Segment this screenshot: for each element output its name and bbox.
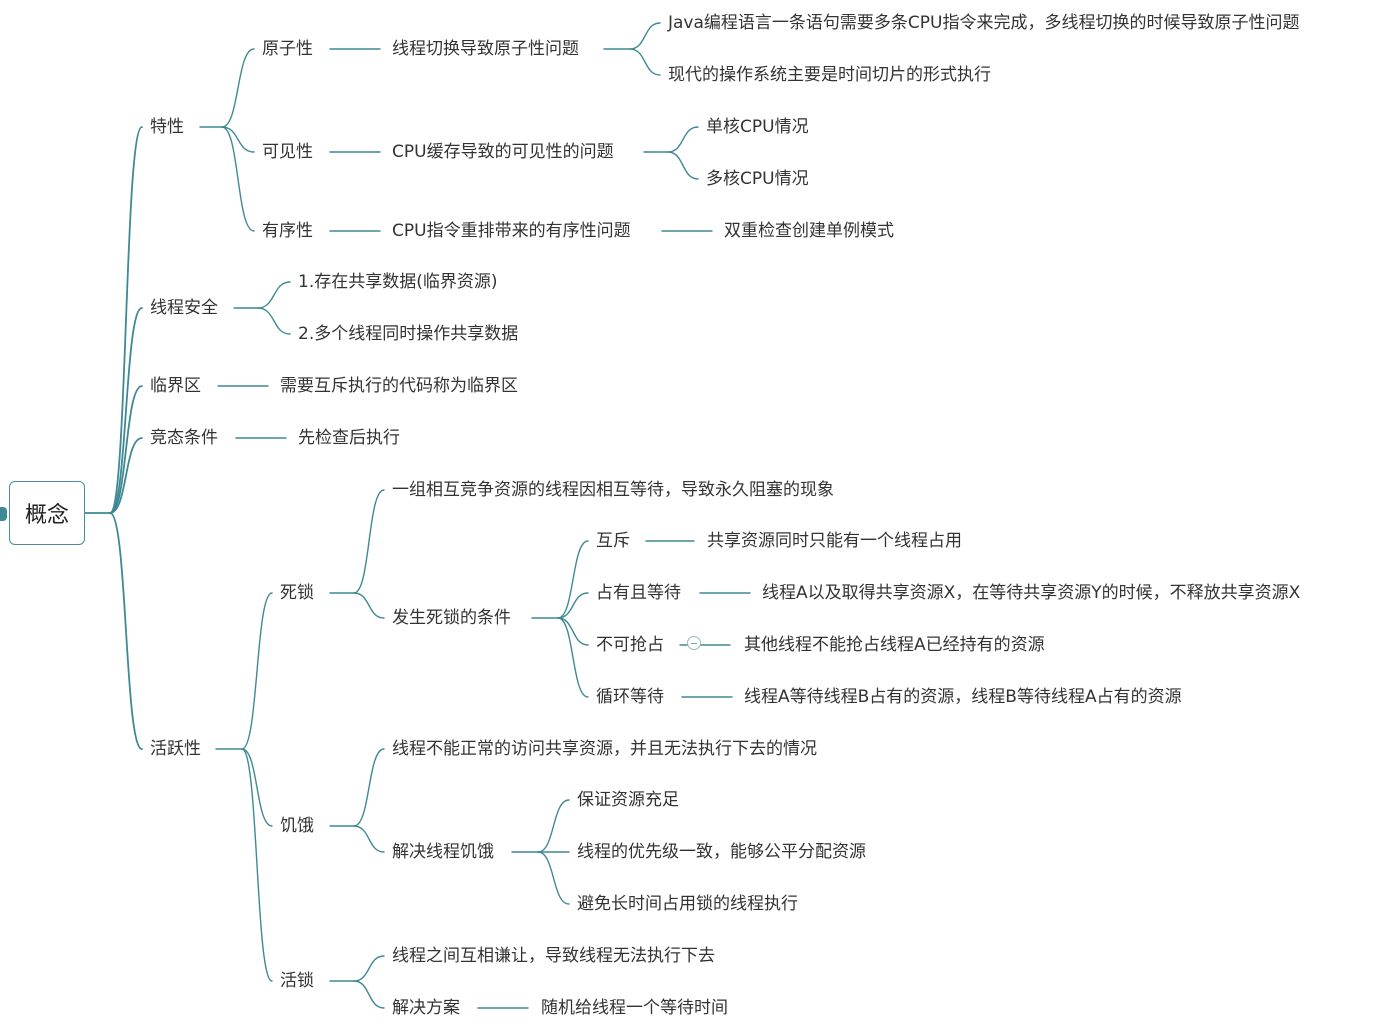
connector-21 xyxy=(257,281,291,309)
connector-28 xyxy=(241,748,273,982)
node-bimian[interactable]: 避免长时间占用锁的线程执行 xyxy=(577,894,798,914)
node-xunhuan[interactable]: 循环等待 xyxy=(596,687,664,707)
node-shuangchong[interactable]: 双重检查创建单例模式 xyxy=(724,221,894,241)
root-node[interactable]: 概念 xyxy=(9,481,85,545)
connector-27 xyxy=(241,748,273,827)
collapse-toggle-icon[interactable] xyxy=(687,636,701,650)
connector-26 xyxy=(241,592,273,750)
node-baozheng[interactable]: 保证资源充足 xyxy=(577,790,679,810)
node-huosuo-desc[interactable]: 线程之间互相谦让，导致线程无法执行下去 xyxy=(392,946,715,966)
node-bukeqiang[interactable]: 不可抢占 xyxy=(596,635,664,655)
connector-22 xyxy=(257,307,291,335)
node-danhe[interactable]: 单核CPU情况 xyxy=(706,117,809,137)
node-suiji[interactable]: 随机给线程一个等待时间 xyxy=(541,998,728,1018)
node-bukeqiang-desc[interactable]: 其他线程不能抢占线程A已经持有的资源 xyxy=(744,635,1045,655)
node-jie-desc[interactable]: 线程不能正常的访问共享资源，并且无法执行下去的情况 xyxy=(392,739,817,759)
root-connector-stub xyxy=(0,507,7,521)
node-jie-jiejue[interactable]: 解决线程饥饿 xyxy=(392,842,494,862)
connector-42 xyxy=(353,748,385,827)
root-node-label: 概念 xyxy=(24,503,69,528)
node-texing[interactable]: 特性 xyxy=(150,117,184,137)
node-youxuxing[interactable]: 有序性 xyxy=(262,221,313,241)
node-huosuo-fangan[interactable]: 解决方案 xyxy=(392,998,460,1018)
node-sisuo-desc[interactable]: 一组相互竞争资源的线程因相互等待，导致永久阻塞的现象 xyxy=(392,480,834,500)
node-huchi[interactable]: 互斥 xyxy=(596,531,630,551)
node-zhanyou-desc[interactable]: 线程A以及取得共享资源X，在等待共享资源Y的时候，不释放共享资源X xyxy=(762,583,1301,603)
node-xunhuan-desc[interactable]: 线程A等待线程B占有的资源，线程B等待线程A占有的资源 xyxy=(744,687,1182,707)
node-huchi-desc[interactable]: 共享资源同时只能有一个线程占用 xyxy=(707,531,962,551)
connector-5 xyxy=(109,512,143,750)
node-yuanzixing-os[interactable]: 现代的操作系统主要是时间切片的形式执行 xyxy=(668,65,991,85)
node-zhanyou[interactable]: 占有且等待 xyxy=(596,583,681,603)
connector-1 xyxy=(109,126,143,514)
connector-7 xyxy=(221,48,255,128)
connector-13 xyxy=(629,48,661,76)
node-linjiequ-desc[interactable]: 需要互斥执行的代码称为临界区 xyxy=(280,376,518,396)
node-sisuo[interactable]: 死锁 xyxy=(280,583,314,603)
connector-8 xyxy=(221,126,255,153)
node-linjiequ[interactable]: 临界区 xyxy=(150,376,201,396)
node-yuanzixing[interactable]: 原子性 xyxy=(262,39,313,59)
connector-16 xyxy=(667,126,699,153)
node-youxuxing-desc[interactable]: CPU指令重排带来的有序性问题 xyxy=(392,221,631,241)
node-youxianji[interactable]: 线程的优先级一致，能够公平分配资源 xyxy=(577,842,866,862)
node-jingtai-desc[interactable]: 先检查后执行 xyxy=(298,428,400,448)
node-duohe[interactable]: 多核CPU情况 xyxy=(706,169,809,189)
node-kejianxing-desc[interactable]: CPU缓存导致的可见性的问题 xyxy=(392,142,614,162)
connector-50 xyxy=(353,980,385,1009)
connector-34 xyxy=(557,592,589,619)
connector-12 xyxy=(629,22,661,50)
node-kejianxing[interactable]: 可见性 xyxy=(262,142,313,162)
connector-17 xyxy=(667,151,699,180)
node-huoyuexing[interactable]: 活跃性 xyxy=(150,739,201,759)
connector-9 xyxy=(221,126,255,232)
connector-3 xyxy=(109,385,143,514)
node-sisuo-tiaojian[interactable]: 发生死锁的条件 xyxy=(392,608,511,628)
node-xianchenganquan[interactable]: 线程安全 xyxy=(150,298,218,318)
connector-33 xyxy=(557,540,589,619)
connector-35 xyxy=(557,617,589,646)
node-jie[interactable]: 饥饿 xyxy=(280,816,314,836)
connector-47 xyxy=(537,851,570,905)
connector-49 xyxy=(353,955,385,982)
connector-4 xyxy=(109,437,143,514)
node-jingtai[interactable]: 竞态条件 xyxy=(150,428,218,448)
connector-36 xyxy=(557,617,589,698)
connector-45 xyxy=(537,799,570,853)
connector-43 xyxy=(353,825,385,853)
connector-2 xyxy=(109,307,143,514)
node-anquan-1[interactable]: 1.存在共享数据(临界资源) xyxy=(298,272,498,292)
node-huosuo[interactable]: 活锁 xyxy=(280,971,314,991)
node-anquan-2[interactable]: 2.多个线程同时操作共享数据 xyxy=(298,324,519,344)
node-yuanzixing-desc[interactable]: 线程切换导致原子性问题 xyxy=(392,39,579,59)
connector-30 xyxy=(353,489,385,594)
node-yuanzixing-java[interactable]: Java编程语言一条语句需要多条CPU指令来完成，多线程切换的时候导致原子性问题 xyxy=(668,13,1300,33)
connector-31 xyxy=(353,592,385,619)
